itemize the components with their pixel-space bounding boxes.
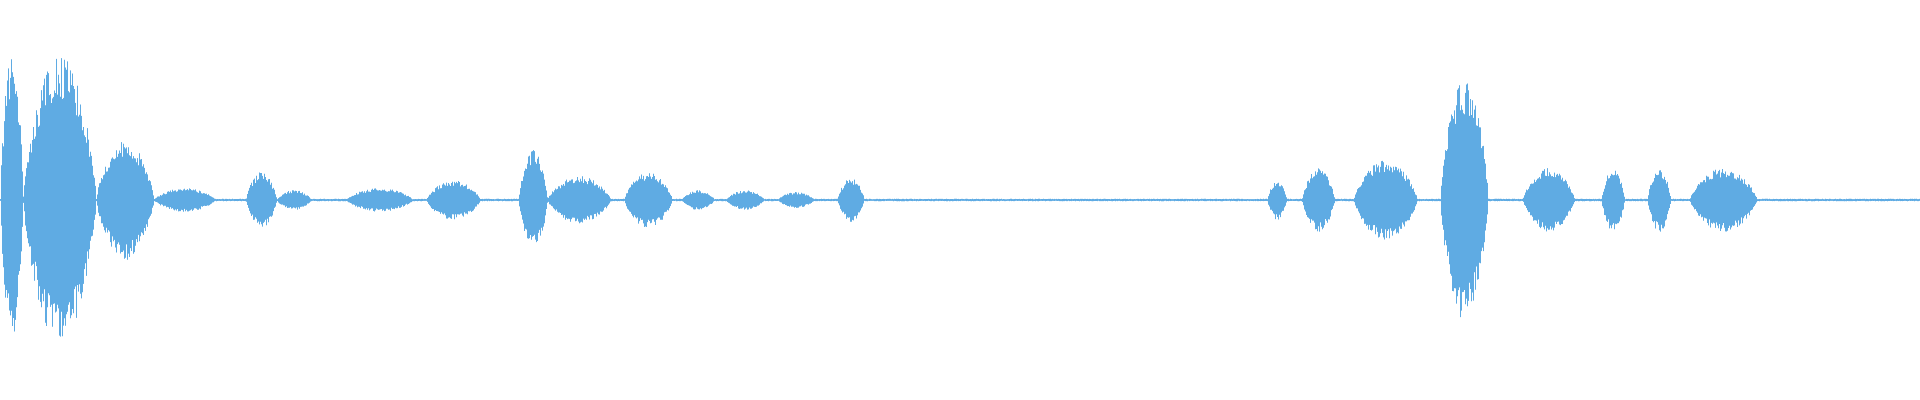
waveform-layer — [0, 58, 1920, 337]
